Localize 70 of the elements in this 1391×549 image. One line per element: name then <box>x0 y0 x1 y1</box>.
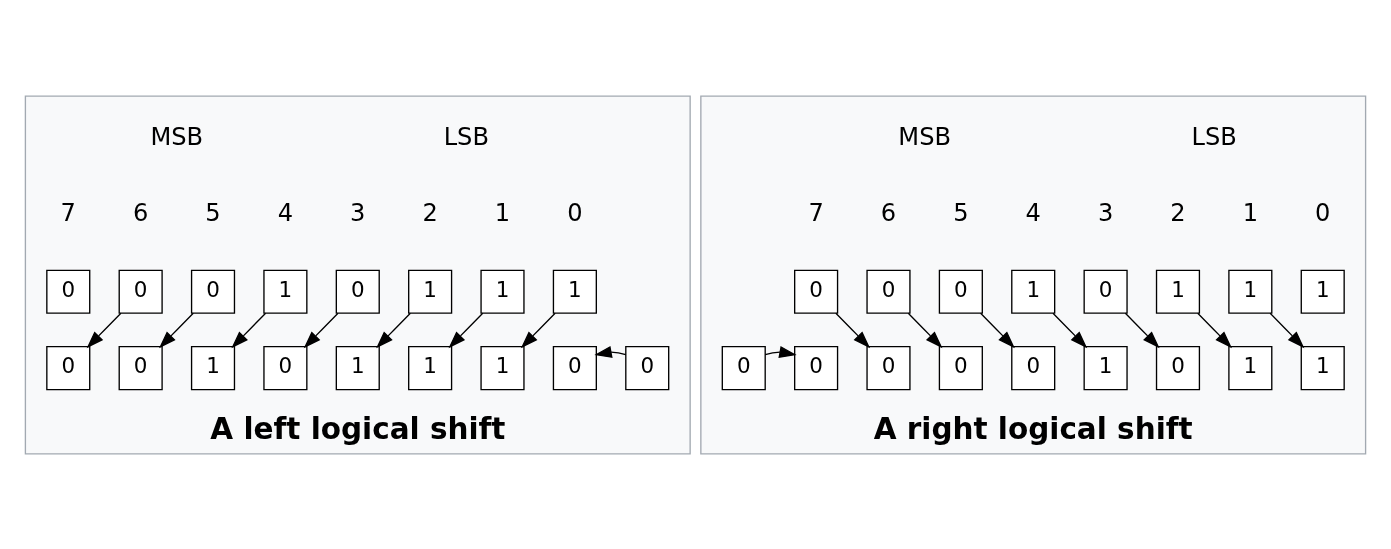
arrow <box>1269 312 1305 348</box>
label: 5 <box>953 198 969 227</box>
node-box: 0 <box>46 345 91 390</box>
label: 0 <box>567 198 583 227</box>
label: 3 <box>1097 198 1114 227</box>
node-box: 0 <box>794 345 839 390</box>
arrow <box>159 312 194 348</box>
node-box: 0 <box>118 269 163 314</box>
node-box: 0 <box>794 269 839 314</box>
label: 7 <box>60 198 76 227</box>
arrow <box>303 312 339 348</box>
arrow <box>835 312 871 348</box>
label: LSB <box>1191 122 1237 151</box>
label: 6 <box>880 198 897 227</box>
node-box: 1 <box>1155 269 1201 314</box>
label: 1 <box>494 198 511 227</box>
arrow <box>1052 312 1088 348</box>
label: 4 <box>277 198 294 227</box>
arrow <box>520 312 556 348</box>
node-box: 1 <box>1083 345 1128 390</box>
label: 2 <box>1170 198 1186 227</box>
arrow <box>764 345 797 358</box>
node-box: 1 <box>1011 269 1056 314</box>
arrow <box>594 345 627 358</box>
node-box: 1 <box>1228 269 1273 314</box>
node-box: 0 <box>938 345 983 390</box>
label: 3 <box>350 198 366 227</box>
node-box: 0 <box>625 345 670 390</box>
arrow <box>231 312 267 348</box>
node-box: 1 <box>552 269 597 314</box>
node-box: 0 <box>1011 345 1056 390</box>
node-box: 0 <box>190 269 236 314</box>
arrow <box>376 312 412 348</box>
node-box: 0 <box>866 269 911 314</box>
node-box: 0 <box>1155 345 1201 390</box>
arrow <box>448 312 484 348</box>
label: 6 <box>132 198 149 227</box>
node-box: 0 <box>1083 269 1128 314</box>
arrow <box>979 312 1015 348</box>
label: MSB <box>150 122 204 151</box>
node-box: 1 <box>480 345 525 390</box>
arrow <box>86 312 122 348</box>
node-box: 0 <box>938 269 983 314</box>
node-box: 1 <box>1300 269 1345 314</box>
arrow <box>1124 312 1160 348</box>
node-box: 0 <box>118 345 163 390</box>
node-box: 1 <box>190 345 236 390</box>
arrow <box>907 312 943 348</box>
node-box: 1 <box>408 269 453 314</box>
node-box: 1 <box>1228 345 1273 390</box>
label: MSB <box>898 122 951 151</box>
node-box: 1 <box>408 345 453 390</box>
arrow <box>1197 312 1232 348</box>
node-box: 1 <box>263 269 308 314</box>
label: 1 <box>1242 198 1259 227</box>
node-box: 0 <box>46 269 91 314</box>
node-box: 0 <box>866 345 911 390</box>
node-box: 1 <box>1300 345 1345 390</box>
node-box: 0 <box>335 269 380 314</box>
label: 7 <box>808 198 824 227</box>
node-box: 0 <box>552 345 597 390</box>
node-box: 0 <box>263 345 308 390</box>
node-box: 1 <box>335 345 380 390</box>
node-box: 1 <box>480 269 525 314</box>
label: 0 <box>1315 198 1331 227</box>
label: LSB <box>443 122 489 151</box>
label: 2 <box>422 198 438 227</box>
node-box: 0 <box>721 345 766 390</box>
label: 4 <box>1025 198 1041 227</box>
label: 5 <box>205 198 221 227</box>
